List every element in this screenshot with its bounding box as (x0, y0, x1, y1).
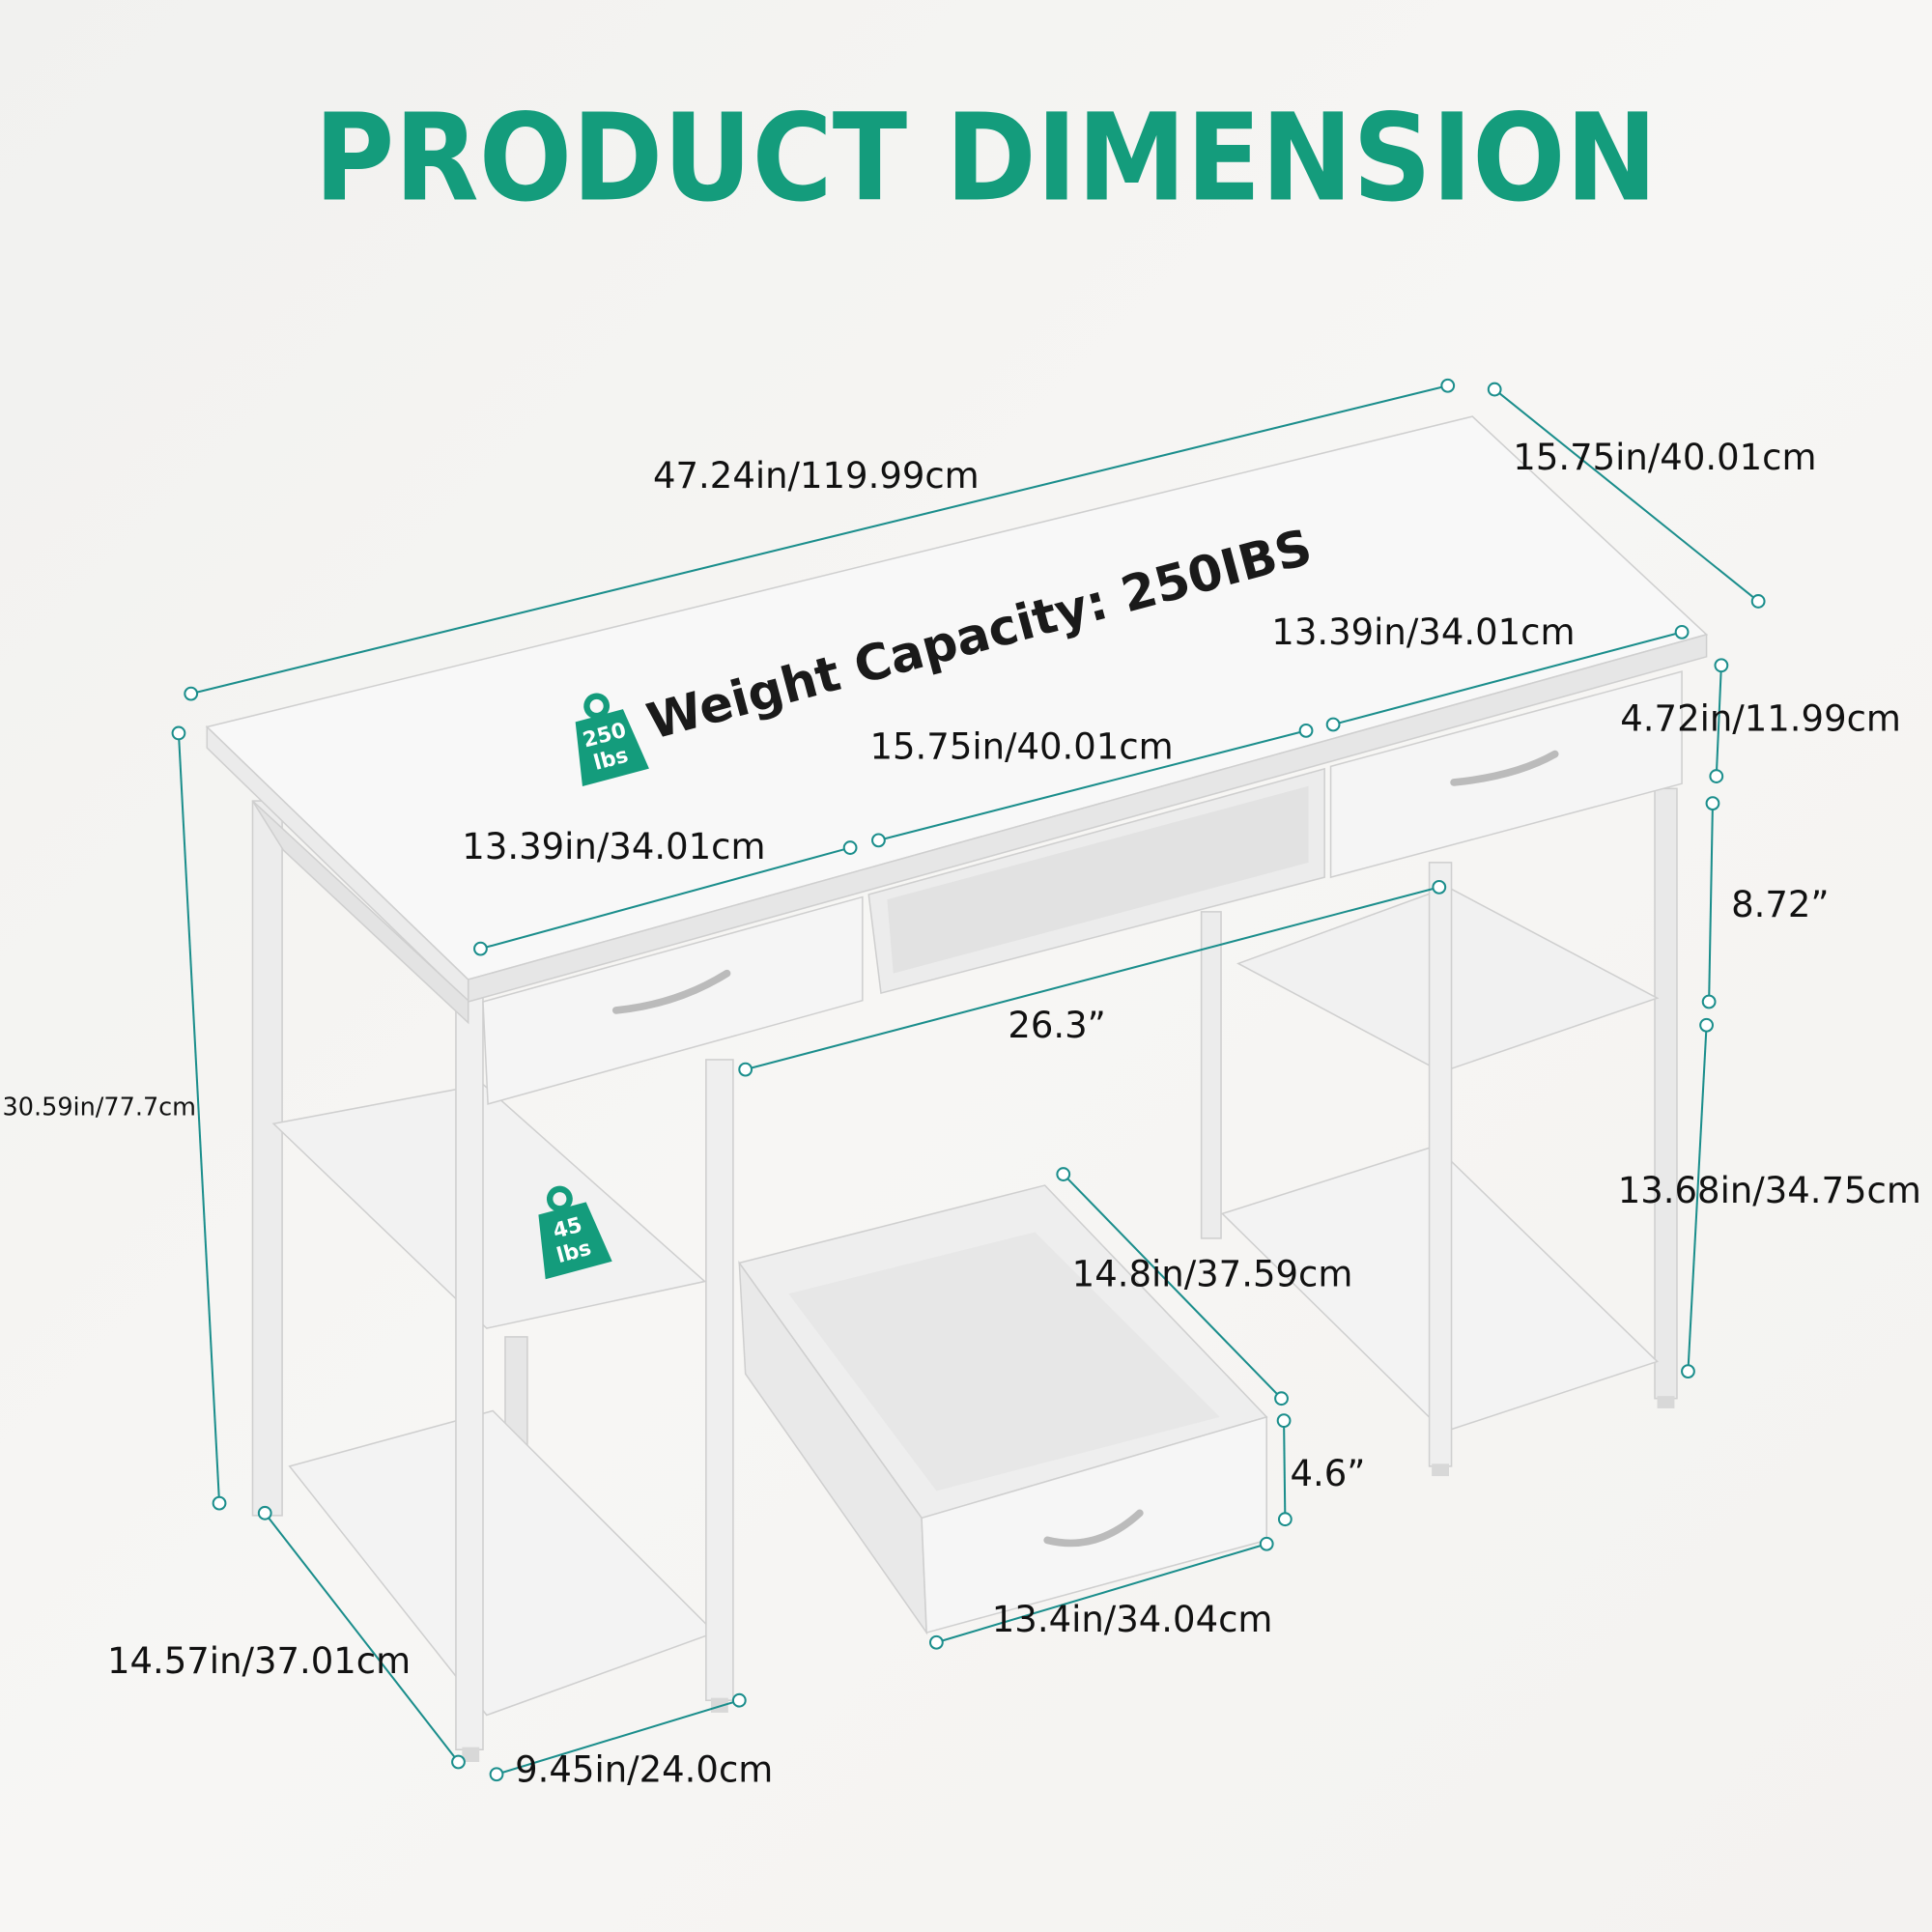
weight-badge-250-icon: 250 lbs (575, 693, 649, 787)
label-upper-shelf-gap: 8.72” (1731, 884, 1829, 925)
dimension-lines (171, 378, 1766, 1782)
back-right-inner-leg (1200, 911, 1222, 1239)
label-left-drawer-width: 13.39in/34.01cm (462, 826, 765, 867)
page-title: PRODUCT DIMENSION (314, 89, 1657, 229)
pullout-drawer-handle (1043, 1509, 1144, 1548)
foot (462, 1747, 480, 1762)
left-middle-shelf (271, 1083, 707, 1329)
label-desk-height: 30.59in/77.7cm (3, 1093, 196, 1122)
cubby-opening (887, 785, 1309, 974)
front-left-leg (455, 991, 484, 1750)
dimension-labels: 47.24in/119.99cm 15.75in/40.01cm 13.39in… (3, 437, 1921, 1790)
label-pullout-height: 4.6” (1290, 1453, 1365, 1494)
foot (1657, 1396, 1675, 1408)
label-knee-width: 26.3” (1008, 1005, 1105, 1046)
label-right-drawer-width: 13.39in/34.01cm (1271, 611, 1575, 653)
label-side-width: 9.45in/24.0cm (515, 1748, 773, 1790)
label-drawer-height: 4.72in/11.99cm (1620, 697, 1901, 739)
left-frame (251, 800, 469, 1025)
desk-illustration (205, 415, 1709, 1762)
weight-badge-45-icon: 45 lbs (538, 1185, 612, 1280)
foot (1432, 1463, 1449, 1477)
foot (710, 1697, 728, 1713)
back-left-leg (251, 800, 283, 1517)
right-drawer-handle (1450, 750, 1559, 786)
label-pullout-depth: 14.8in/37.59cm (1072, 1254, 1353, 1295)
label-middle-width: 15.75in/40.01cm (870, 726, 1174, 768)
right-front-leg (1428, 862, 1453, 1467)
label-desk-depth: 15.75in/40.01cm (1513, 437, 1816, 478)
left-inner-front-leg (705, 1059, 734, 1701)
label-lower-shelf-gap: 13.68in/34.75cm (1618, 1170, 1921, 1211)
back-right-leg (1654, 787, 1678, 1400)
label-desk-width: 47.24in/119.99cm (653, 455, 980, 497)
left-drawer-handle (611, 969, 731, 1014)
label-pullout-width: 13.4in/34.04cm (992, 1599, 1273, 1640)
label-side-depth: 14.57in/37.01cm (107, 1640, 411, 1682)
